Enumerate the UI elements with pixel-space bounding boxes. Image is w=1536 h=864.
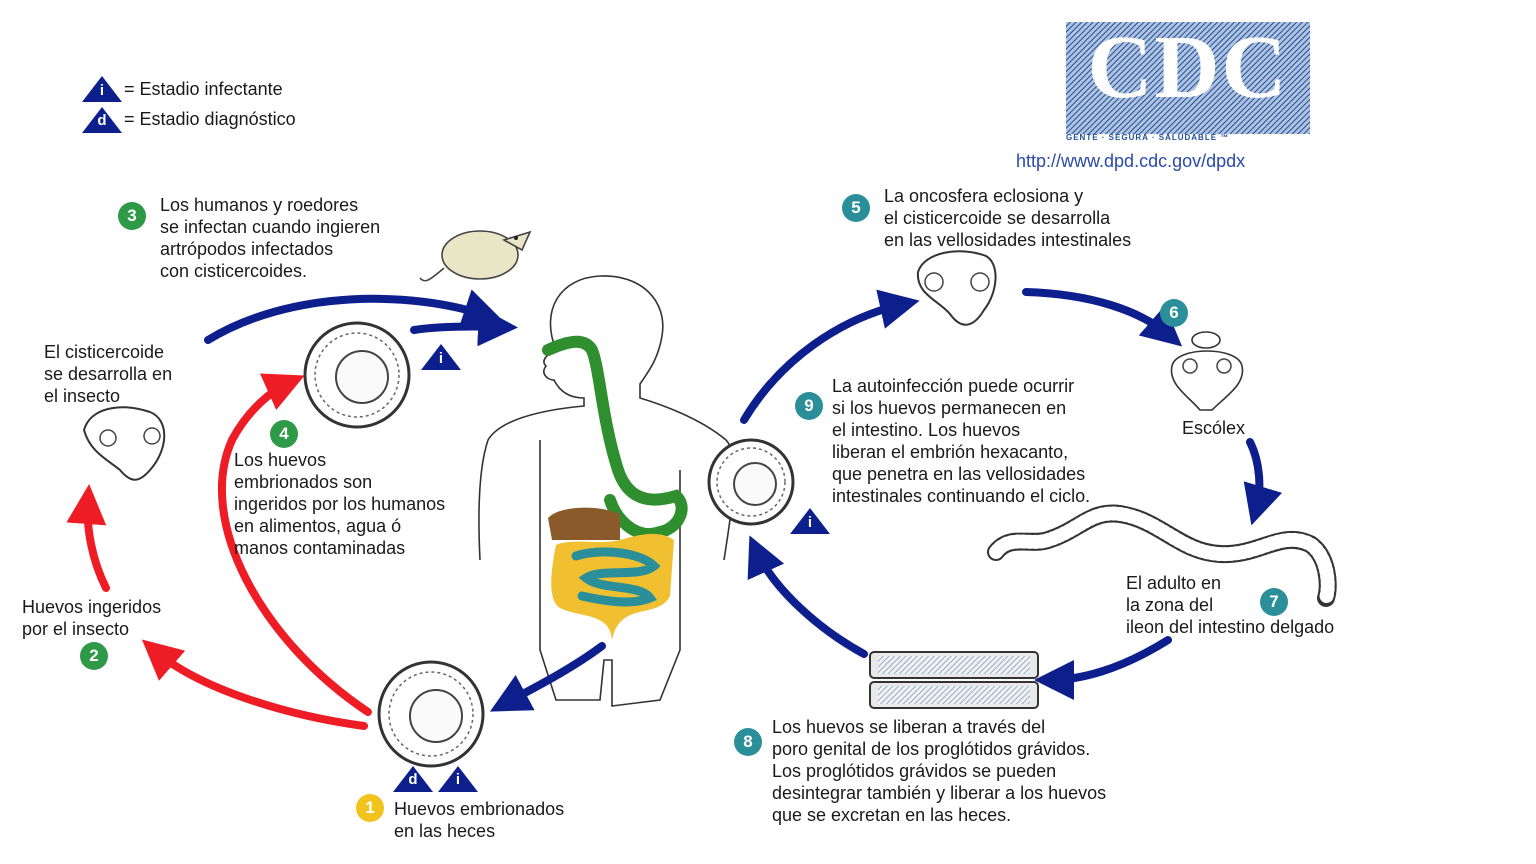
esophagus-stomach [542, 335, 688, 540]
step-2-line-1: Huevos ingeridos [22, 597, 162, 617]
arrow-to-autoinfection [747, 535, 868, 658]
arrow-to-scolex [1022, 288, 1183, 347]
step-7-line-2: la zona del [1126, 595, 1214, 615]
infective-marker-egg-4 [421, 344, 461, 370]
step-3-line-1: Los humanos y roedores [160, 195, 359, 215]
digestive-system [542, 335, 688, 640]
diagnostic-marker-egg-1 [393, 766, 433, 792]
arrow-to-proglottids [1034, 636, 1172, 700]
step-5-line-1: La oncosfera eclosiona y [884, 186, 1084, 206]
small-intestine [571, 547, 661, 607]
step-4-line-2: embrionados son [234, 472, 373, 492]
infective-marker-egg-9-label: i [807, 514, 813, 531]
step-7-badge: 7 [1260, 588, 1288, 616]
step-9-line-6: intestinales continuando el ciclo. [832, 486, 1091, 506]
human-body-outline [478, 275, 735, 707]
step-5-badge: 5 [842, 194, 870, 222]
diagnostic-marker-egg-1-label: d [408, 771, 418, 788]
arrow-feces-to-insect [141, 639, 368, 730]
step-8-line-1: Los huevos se liberan a través del [772, 717, 1046, 737]
step-5-line-3: en las vellosidades intestinales [884, 230, 1132, 250]
step-3-line-3: artrópodos infectados [160, 239, 334, 259]
egg-step-4 [303, 321, 411, 429]
step-2-badge: 2 [80, 642, 108, 670]
scolex-illustration [1170, 331, 1244, 411]
step-9-badge: 9 [795, 392, 823, 420]
step-9-line-5: que penetra en las vellosidades [832, 464, 1086, 484]
cyst-line-3: el insecto [44, 386, 121, 406]
infective-marker-egg-9 [790, 508, 830, 534]
cdc-url[interactable]: http://www.dpd.cdc.gov/dpdx [1016, 151, 1246, 171]
step-4-line-3: ingeridos por los humanos [234, 494, 446, 514]
step-2-line-2: por el insecto [22, 619, 130, 639]
arrow-insect-development [66, 484, 110, 592]
step-7-line-1: El adulto en [1126, 573, 1222, 593]
step-1-line-2: en las heces [394, 821, 496, 841]
cdc-logo [1066, 22, 1310, 134]
adult-tapeworm [987, 504, 1337, 607]
step-9-line-2: si los huevos permanecen en [832, 398, 1067, 418]
arrow-to-adult [1243, 438, 1283, 526]
infective-marker-egg-1 [438, 766, 478, 792]
step-6-badge: 6 [1160, 299, 1188, 327]
step-9-line-1: La autoinfección puede ocurrir [832, 376, 1075, 396]
legend-infective-text: = Estadio infectante [124, 79, 283, 99]
step-8-line-3: Los proglótidos grávidos se pueden [772, 761, 1057, 781]
infective-marker-egg-4-label: i [438, 350, 444, 367]
gravid-proglottids [869, 651, 1039, 709]
infective-marker-egg-1-label: i [455, 771, 461, 788]
blue-cycle-arrows [204, 288, 1283, 712]
diagnostic-symbol: d [97, 112, 107, 129]
cyst-line-1: El cisticercoide [44, 342, 165, 362]
step-4-line-1: Los huevos [234, 450, 327, 470]
arrow-autoinfection-up [740, 289, 920, 424]
infective-symbol: i [99, 82, 105, 99]
legend-diagnostic-text: = Estadio diagnóstico [124, 109, 296, 129]
step-1-badge: 1 [356, 794, 384, 822]
step-4-badge: 4 [270, 420, 298, 448]
step-3-line-4: con cisticercoides. [160, 261, 308, 281]
step-7-line-3: ileon del intestino delgado [1126, 617, 1335, 637]
step-4-line-4: en alimentos, agua ó [234, 516, 402, 536]
arrow-feces-to-human-ingestion [218, 373, 372, 716]
red-cycle-arrows [66, 373, 372, 730]
diagnostic-stage-icon [82, 107, 122, 133]
step-4-line-5: manos contaminadas [234, 538, 406, 558]
step-1-line-1: Huevos embrionados [394, 799, 565, 819]
step-3-badge: 3 [118, 202, 146, 230]
arrow-to-feces [489, 642, 606, 712]
step-9-line-4: liberan el embrión hexacanto, [832, 442, 1069, 462]
step-6-label: Escólex [1182, 418, 1246, 438]
step-9-line-3: el intestino. Los huevos [832, 420, 1021, 440]
egg-step-9 [707, 438, 795, 526]
step-3-line-2: se infectan cuando ingieren [160, 217, 381, 237]
liver [548, 507, 620, 540]
cyst-line-2: se desarrolla en [44, 364, 173, 384]
cysticercoid-villi [916, 250, 997, 326]
egg-step-1 [377, 660, 485, 768]
step-8-line-4: desintegrar también y liberar a los huev… [772, 783, 1107, 803]
step-8-badge: 8 [734, 728, 762, 756]
step-8-line-2: poro genital de los proglótidos grávidos… [772, 739, 1091, 759]
step-5-line-2: el cisticercoide se desarrolla [884, 208, 1111, 228]
arrow-insect-to-human [204, 289, 504, 344]
cdc-logo-text: CDC [1087, 18, 1289, 117]
cdc-tagline: GENTE · SEGURA · SALUDABLE ™ [1066, 133, 1230, 142]
step-8-line-5: que se excretan en las heces. [772, 805, 1012, 825]
infective-stage-icon [82, 76, 122, 102]
rat-illustration [419, 230, 532, 282]
arrow-egg-to-human [410, 306, 518, 347]
cysticercoid-insect [82, 406, 166, 481]
